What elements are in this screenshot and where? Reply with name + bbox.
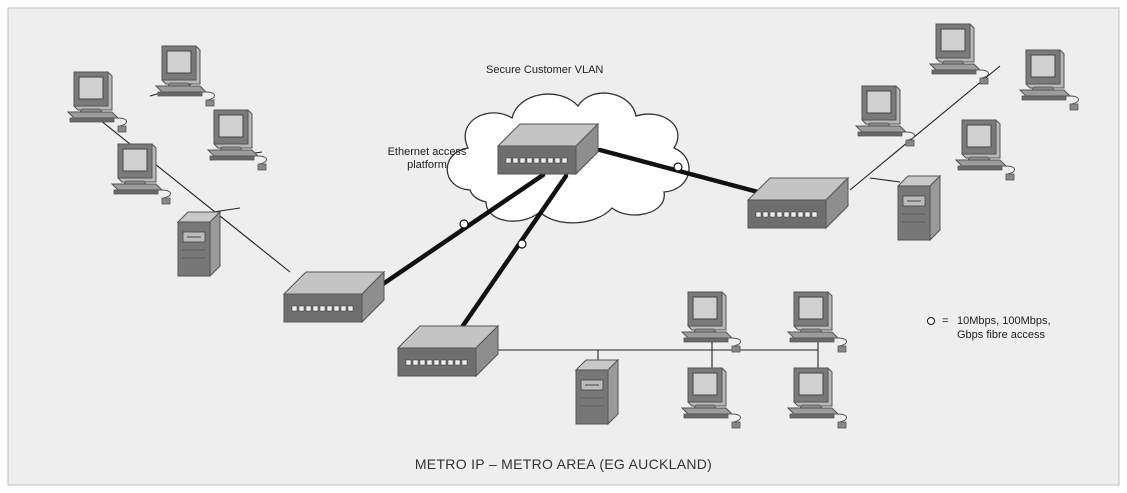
server-icon [575,359,619,425]
server-icon [897,175,941,241]
fibre-link-bottom [457,173,569,333]
diagram-caption: METRO IP – METRO AREA (EG AUCKLAND) [414,456,713,472]
access-platform-label: Ethernet access platform [387,146,467,171]
server-icon [177,211,221,277]
left-access-switch [283,271,385,323]
link-markers [459,162,683,249]
right-access-switch [747,177,849,229]
legend-text-line1: 10Mbps, 100Mbps, [957,315,1051,327]
link-marker-bottom [517,239,527,249]
link-marker-left [459,219,469,229]
core-switch [497,123,599,175]
legend-text-line2: Gbps fibre access [957,329,1046,341]
lan-cables [99,65,1001,368]
bottom-access-switch [397,325,499,377]
fibre-link-left [377,172,546,289]
right-lan-cable [849,65,1001,191]
link-marker-right [673,162,683,172]
cloud-label: Secure Customer VLAN [486,64,604,76]
legend-marker-icon [927,317,935,325]
right-lan-drop [869,177,901,183]
legend-equals: = [942,315,949,327]
